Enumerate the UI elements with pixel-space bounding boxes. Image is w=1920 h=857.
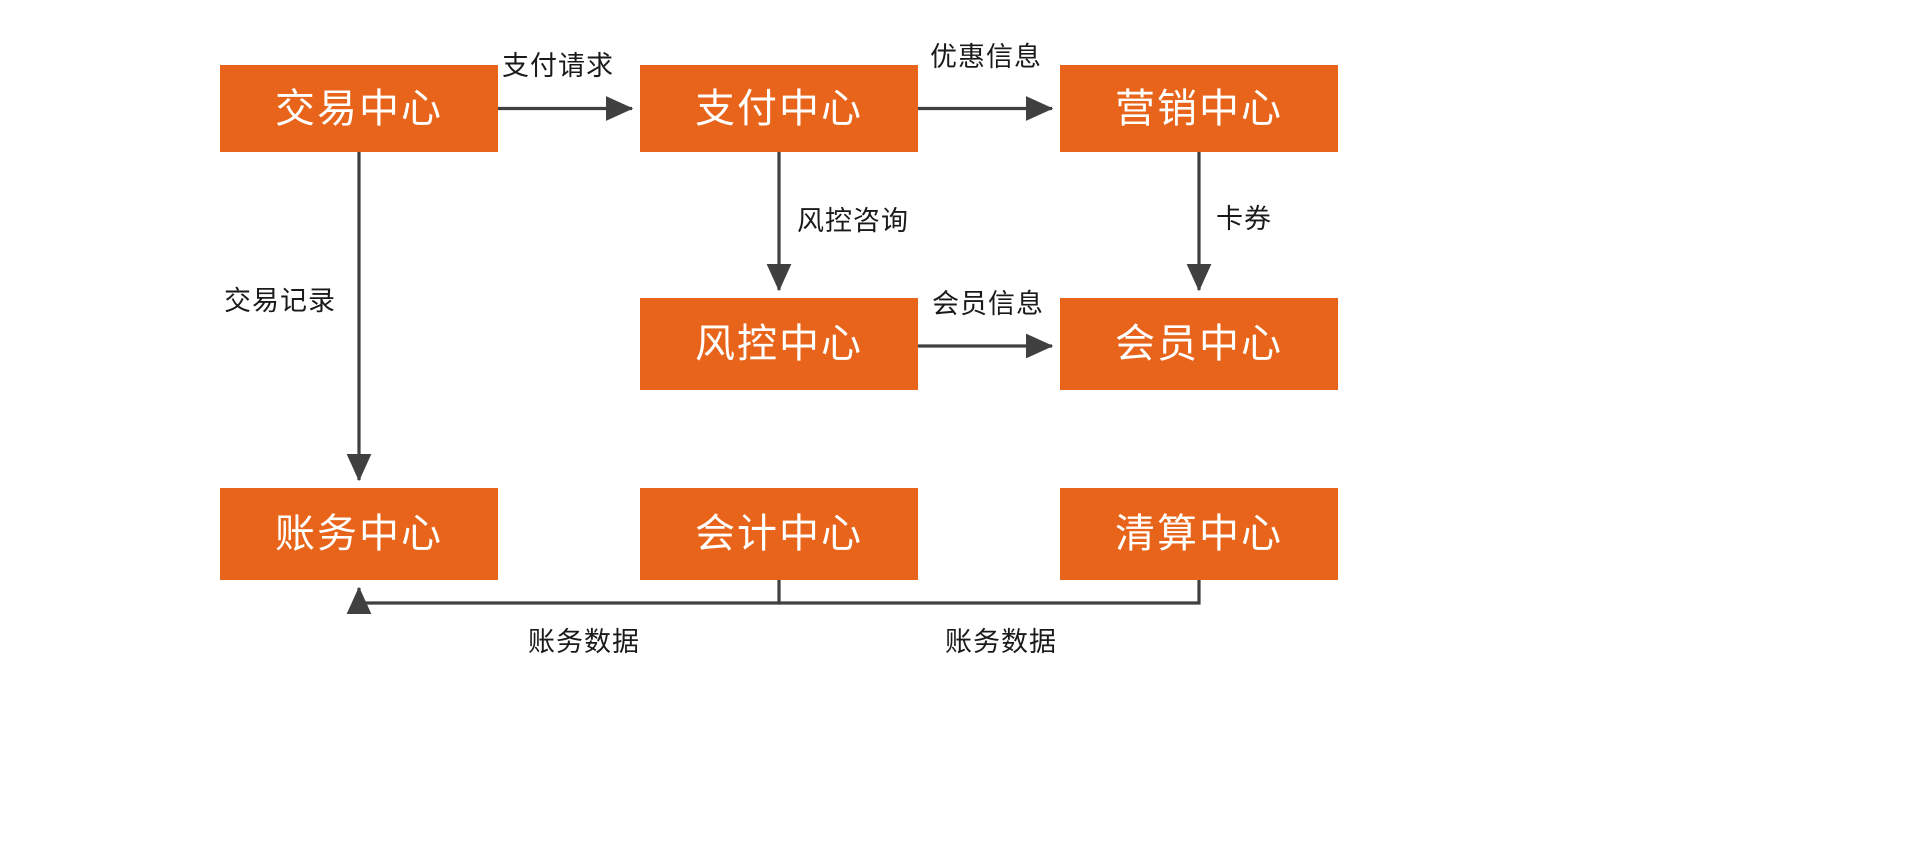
node-label: 交易中心: [275, 86, 443, 131]
node-risk-control-center[interactable]: 风控中心: [640, 298, 918, 390]
edge-label-payment-request: 支付请求: [502, 51, 614, 81]
connector-settlement-to-account: [779, 580, 1201, 605]
connector-accounting-to-account: [346, 580, 781, 615]
node-label: 营销中心: [1115, 86, 1283, 131]
node-trade-center[interactable]: 交易中心: [220, 65, 498, 152]
edge-label-trade-record: 交易记录: [224, 286, 336, 316]
edge-label-coupon: 卡券: [1216, 204, 1272, 234]
node-account-center[interactable]: 账务中心: [220, 488, 498, 580]
node-label: 会员中心: [1115, 322, 1283, 366]
node-member-center[interactable]: 会员中心: [1060, 298, 1338, 390]
node-accounting-center[interactable]: 会计中心: [640, 488, 918, 580]
edge-label-account-data-left: 账务数据: [528, 627, 640, 657]
node-label: 风控中心: [695, 322, 863, 366]
node-label: 支付中心: [695, 86, 863, 131]
node-label: 清算中心: [1115, 512, 1283, 556]
edge-label-account-data-right: 账务数据: [945, 627, 1057, 657]
node-settlement-center[interactable]: 清算中心: [1060, 488, 1338, 580]
edge-label-risk-consult: 风控咨询: [797, 206, 909, 236]
node-label: 会计中心: [695, 512, 863, 556]
node-label: 账务中心: [275, 512, 443, 556]
edge-label-promotion-info: 优惠信息: [930, 42, 1042, 72]
edge-label-member-info: 会员信息: [932, 289, 1044, 319]
node-payment-center[interactable]: 支付中心: [640, 65, 918, 152]
node-marketing-center[interactable]: 营销中心: [1060, 65, 1338, 152]
